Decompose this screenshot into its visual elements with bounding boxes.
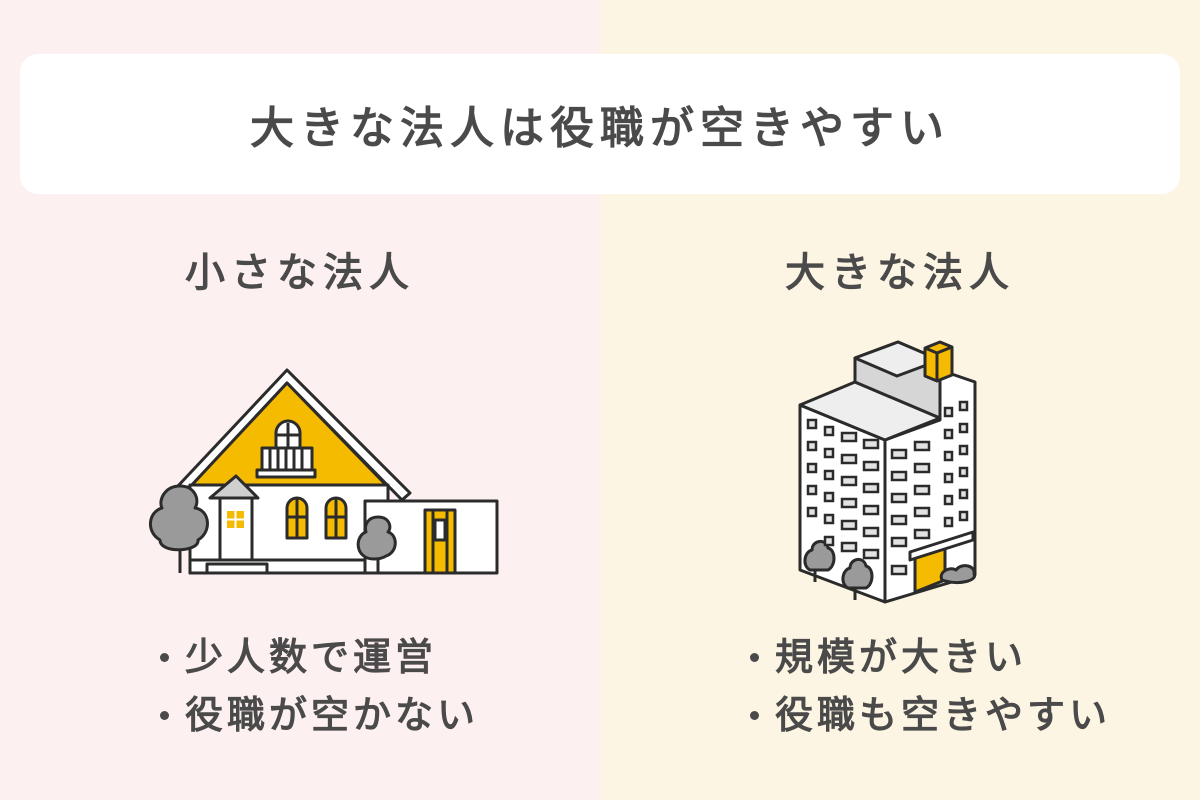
bullet-item: 少人数で運営 — [160, 628, 479, 686]
large-corporation-bullets: 規模が大きい 役職も空きやすい — [750, 628, 1111, 744]
small-corporation-heading: 小さな法人 — [185, 250, 415, 296]
page-title: 大きな法人は役職が空きやすい — [250, 103, 950, 154]
bullet-item: 役職も空きやすい — [750, 686, 1111, 744]
small-corporation-bullets: 少人数で運営 役職が空かない — [160, 628, 479, 744]
bullet-dot-icon — [160, 710, 169, 720]
office-building-illustration-icon — [798, 340, 977, 604]
bullet-item: 規模が大きい — [750, 628, 1111, 686]
bullet-dot-icon — [160, 652, 169, 662]
bullet-item: 役職が空かない — [160, 686, 479, 744]
house-illustration-icon — [149, 368, 499, 575]
title-card: 大きな法人は役職が空きやすい — [20, 54, 1180, 194]
bullet-dot-icon — [750, 652, 759, 662]
bullet-dot-icon — [750, 710, 759, 720]
large-corporation-heading: 大きな法人 — [785, 250, 1015, 296]
